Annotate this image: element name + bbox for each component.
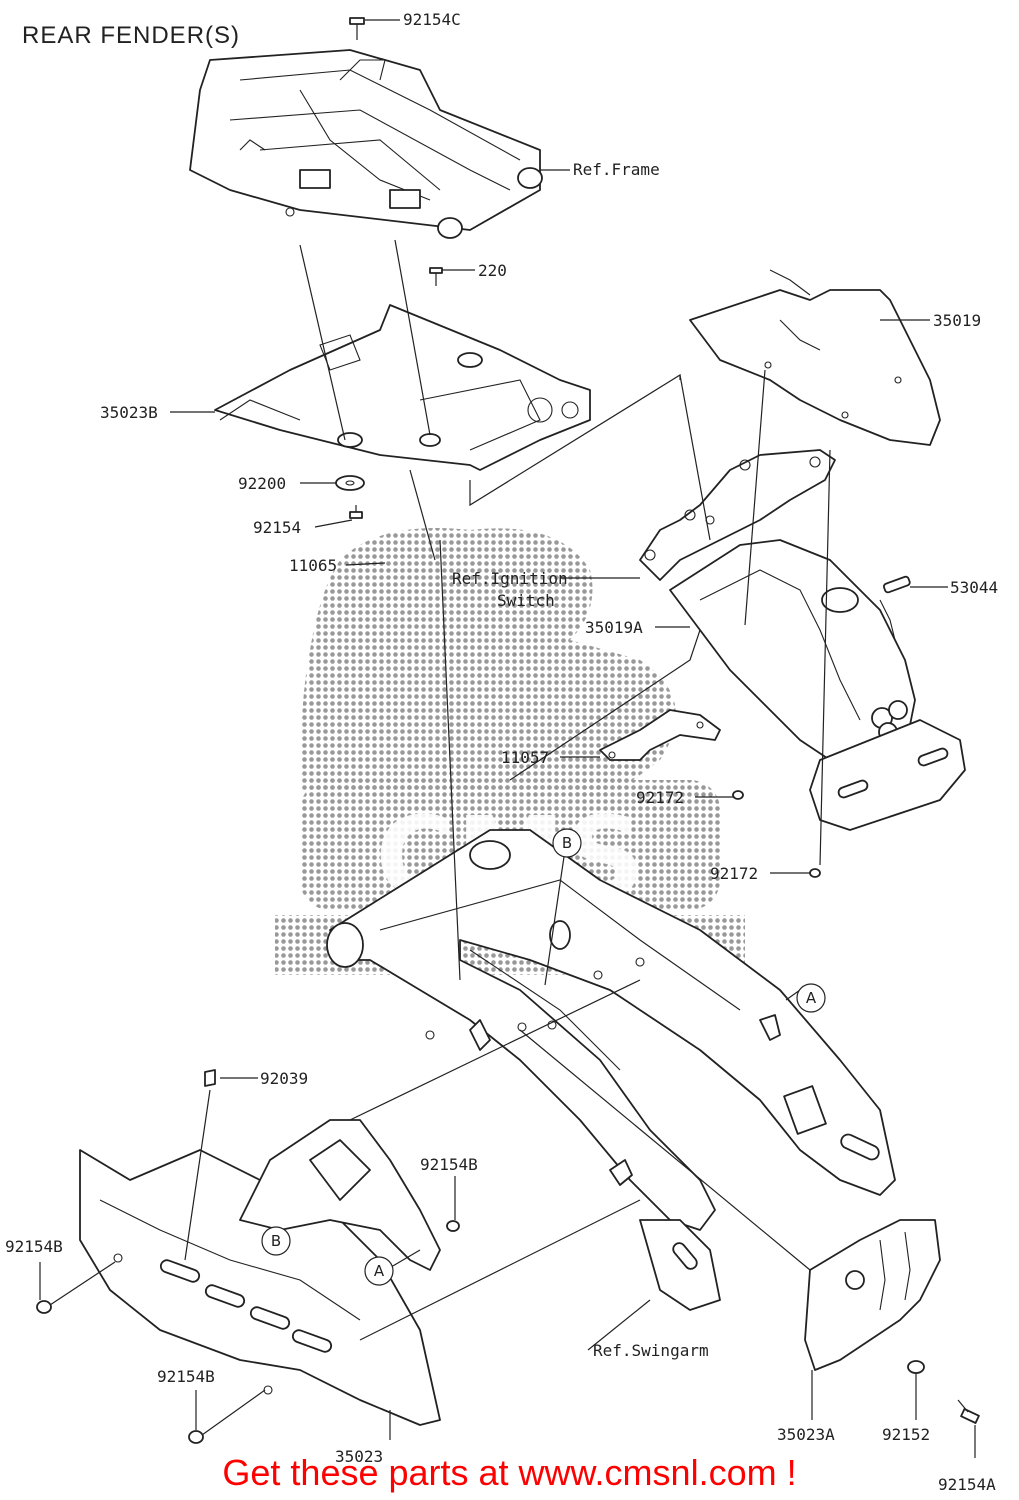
label-11057: 11057 [501, 748, 549, 767]
rear-cowl-35019 [689, 269, 941, 446]
label-92154B-bottom: 92154B [157, 1367, 215, 1386]
label-35019A: 35019A [585, 618, 643, 637]
bracket-11057 [599, 709, 721, 761]
frame-assembly [189, 49, 543, 239]
leader-lines [39, 19, 976, 1458]
fastener-92154C [349, 17, 365, 40]
bolt-92154A [957, 1399, 980, 1424]
diagram-title: REAR FENDER(S) [22, 22, 241, 49]
clip-92039 [204, 1069, 216, 1087]
label-ref-frame: Ref.Frame [573, 160, 660, 179]
chain-cover-35023A [804, 1219, 941, 1371]
undertray-35023B [214, 304, 591, 471]
part-labels: 92154C Ref.Frame 220 35019 35023B 92200 … [5, 10, 998, 1494]
label-92154B-mid: 92154B [420, 1155, 478, 1174]
callout-a-swingarm: A [796, 983, 826, 1013]
label-switch: Switch [497, 591, 555, 610]
chain-guard-35023 [79, 1149, 441, 1426]
callout-b-guard: B [261, 1226, 291, 1256]
label-92152: 92152 [882, 1425, 930, 1444]
inner-mudguard [239, 1119, 441, 1271]
footer-link-text[interactable]: Get these parts at www.cmsnl.com ! [222, 1452, 797, 1493]
fastener-220 [429, 267, 443, 286]
label-ref-swingarm: Ref.Swingarm [593, 1341, 709, 1360]
bolt-92154 [349, 505, 363, 519]
label-92154: 92154 [253, 518, 301, 537]
pin-53044 [883, 575, 911, 594]
label-220: 220 [478, 261, 507, 280]
label-92172-lower: 92172 [710, 864, 758, 883]
label-11065: 11065 [289, 556, 337, 575]
bolt-92154B-bottom [188, 1430, 204, 1444]
mounting-bracket [639, 449, 836, 581]
callout-a-text: A [806, 989, 817, 1007]
label-92200: 92200 [238, 474, 286, 493]
label-92039: 92039 [260, 1069, 308, 1088]
callout-b-swingarm: B [552, 828, 582, 858]
rear-fender-35019A [669, 539, 966, 831]
bolt-92154B-mid [446, 1220, 460, 1232]
label-53044: 53044 [950, 578, 998, 597]
label-35023: 35023 [335, 1447, 383, 1466]
callout-b-text: B [562, 834, 572, 852]
washer-92152 [907, 1360, 925, 1374]
bolt-92172-lower [809, 868, 821, 878]
label-35019: 35019 [933, 311, 981, 330]
callout-a-text: A [374, 1262, 385, 1280]
label-92172-upper: 92172 [636, 788, 684, 807]
label-35023A: 35023A [777, 1425, 835, 1444]
label-35023B: 35023B [100, 403, 158, 422]
bolt-92154B-left [36, 1300, 52, 1314]
label-92154C: 92154C [403, 10, 461, 29]
label-ref-ignition: Ref.Ignition [452, 569, 568, 588]
bolt-92172-upper [732, 790, 744, 800]
swingarm [326, 829, 896, 1311]
label-92154B-left: 92154B [5, 1237, 63, 1256]
label-92154A: 92154A [938, 1475, 996, 1494]
callout-a-guard: A [364, 1256, 394, 1286]
callout-b-text: B [271, 1232, 281, 1250]
washer-92200 [335, 475, 365, 491]
